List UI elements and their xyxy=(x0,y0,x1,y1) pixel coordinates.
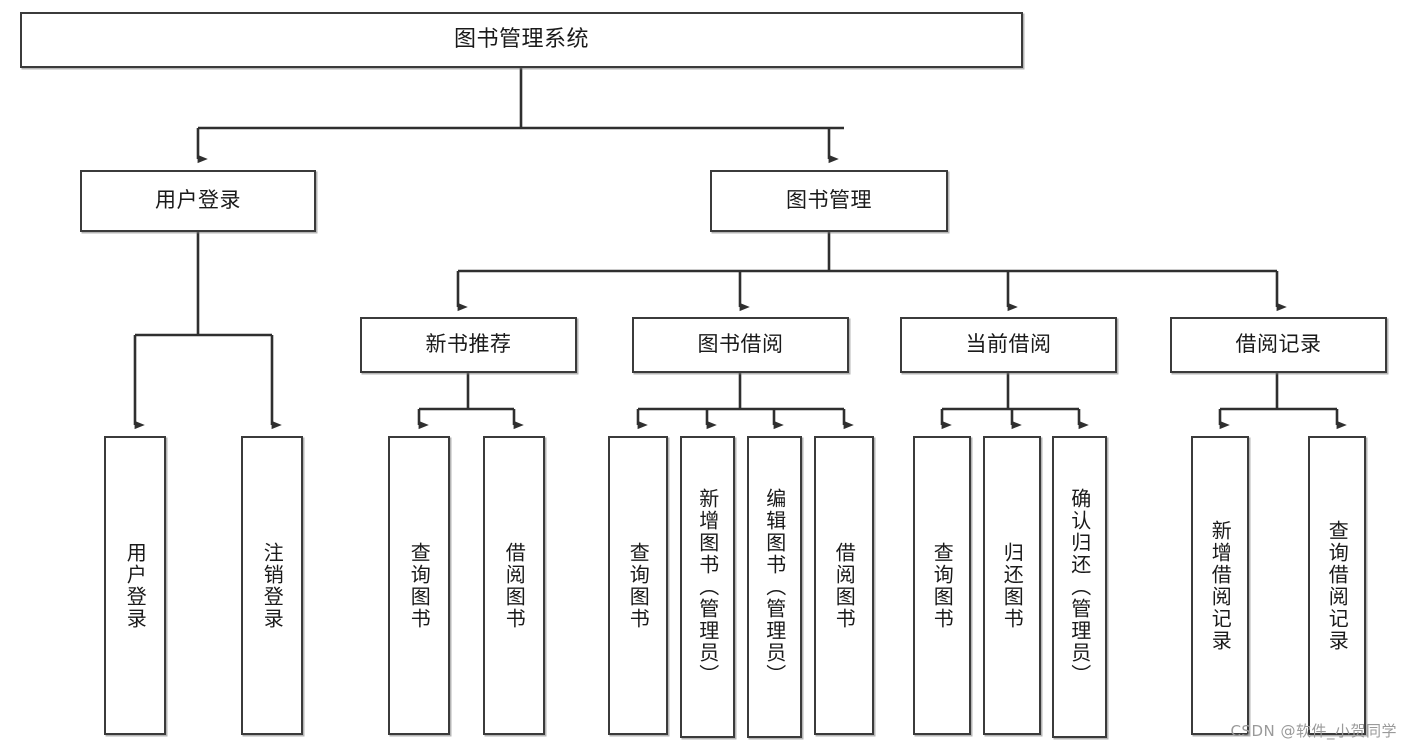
node-leaf-cur-confirm-return[interactable]: 确认归还（管理员） xyxy=(1052,436,1107,738)
node-leaf-user-logout[interactable]: 注销登录 xyxy=(241,436,303,735)
node-book-manage[interactable]: 图书管理 xyxy=(710,170,948,232)
node-leaf-rec-query-book-label: 查询图书 xyxy=(407,541,432,630)
node-borrow-record-label: 借阅记录 xyxy=(1235,332,1322,357)
node-leaf-borrow-add-book-label: 新增图书（管理员） xyxy=(695,488,720,686)
node-leaf-borrow-query-book-label: 查询图书 xyxy=(626,541,651,630)
node-leaf-borrow-borrow-book-label: 借阅图书 xyxy=(832,541,857,630)
node-leaf-user-login-label: 用户登录 xyxy=(123,541,148,630)
node-current-borrow-label: 当前借阅 xyxy=(965,332,1052,357)
node-user-login[interactable]: 用户登录 xyxy=(80,170,316,232)
node-book-manage-label: 图书管理 xyxy=(786,188,872,213)
node-leaf-borrow-add-book[interactable]: 新增图书（管理员） xyxy=(680,436,735,738)
node-current-borrow[interactable]: 当前借阅 xyxy=(900,317,1117,373)
node-leaf-borrow-query-book[interactable]: 查询图书 xyxy=(608,436,668,735)
node-root-system[interactable]: 图书管理系统 xyxy=(20,12,1023,68)
node-root-label: 图书管理系统 xyxy=(453,26,589,52)
node-leaf-cur-confirm-return-label: 确认归还（管理员） xyxy=(1067,488,1092,686)
node-leaf-borrow-edit-book[interactable]: 编辑图书（管理员） xyxy=(747,436,802,738)
node-leaf-rec-add-record-label: 新增借阅记录 xyxy=(1208,519,1233,652)
node-leaf-cur-query-book-label: 查询图书 xyxy=(930,541,955,630)
node-leaf-borrow-edit-book-label: 编辑图书（管理员） xyxy=(762,488,787,686)
node-leaf-cur-return-book-label: 归还图书 xyxy=(1000,541,1025,630)
node-leaf-cur-query-book[interactable]: 查询图书 xyxy=(913,436,971,735)
node-borrow-record[interactable]: 借阅记录 xyxy=(1170,317,1387,373)
node-leaf-user-logout-label: 注销登录 xyxy=(260,541,285,630)
node-leaf-rec-add-record[interactable]: 新增借阅记录 xyxy=(1191,436,1249,735)
node-leaf-rec-borrow-book-label: 借阅图书 xyxy=(502,541,527,630)
node-user-login-label: 用户登录 xyxy=(155,188,241,213)
node-leaf-rec-query-record-label: 查询借阅记录 xyxy=(1325,519,1350,652)
node-book-borrow[interactable]: 图书借阅 xyxy=(632,317,849,373)
node-leaf-borrow-borrow-book[interactable]: 借阅图书 xyxy=(814,436,874,735)
node-leaf-rec-query-book[interactable]: 查询图书 xyxy=(388,436,450,735)
node-leaf-rec-query-record[interactable]: 查询借阅记录 xyxy=(1308,436,1366,735)
node-new-book-recommend-label: 新书推荐 xyxy=(425,332,512,357)
node-leaf-user-login[interactable]: 用户登录 xyxy=(104,436,166,735)
node-leaf-rec-borrow-book[interactable]: 借阅图书 xyxy=(483,436,545,735)
node-book-borrow-label: 图书借阅 xyxy=(697,332,784,357)
node-leaf-cur-return-book[interactable]: 归还图书 xyxy=(983,436,1041,735)
watermark-text: CSDN @软件_小贺同学 xyxy=(1230,722,1397,740)
node-new-book-recommend[interactable]: 新书推荐 xyxy=(360,317,577,373)
